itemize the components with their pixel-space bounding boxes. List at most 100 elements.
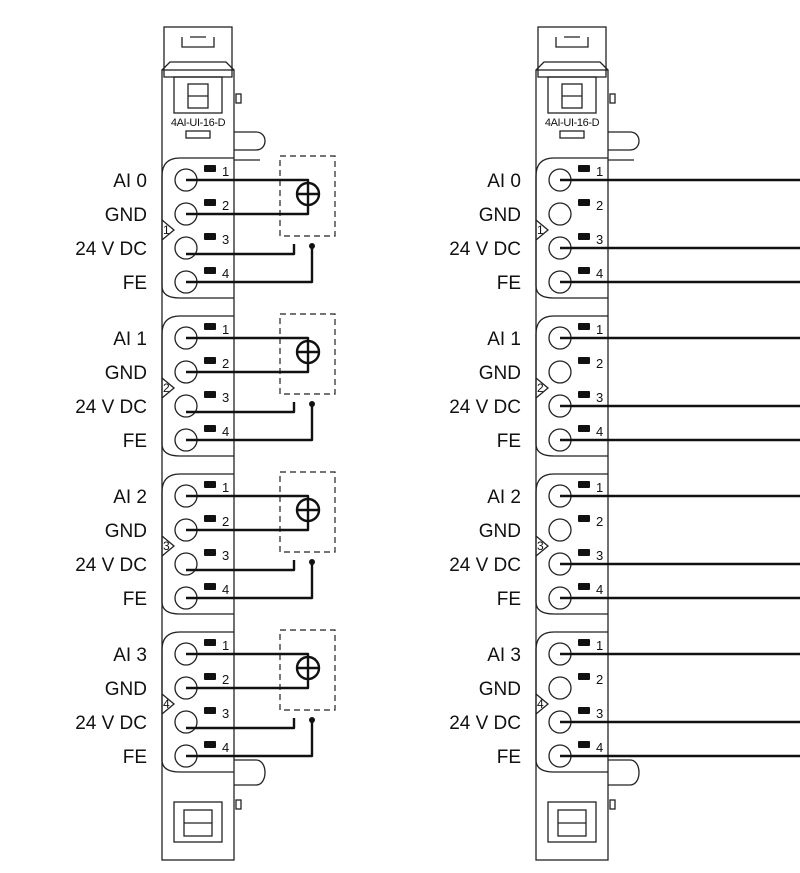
terminal-led: [578, 583, 590, 590]
sensor-shield: [279, 629, 336, 711]
group-number: 1: [537, 223, 544, 237]
wire-supply: [186, 244, 296, 256]
terminal-led: [204, 741, 216, 748]
pin-number: 4: [222, 582, 229, 597]
pin-number: 3: [596, 390, 603, 405]
wire-gnd: [186, 363, 310, 374]
gnd-label: GND: [479, 363, 521, 384]
fe-label: FE: [497, 273, 521, 294]
top-clip: [547, 76, 597, 114]
module-housing: [535, 69, 609, 861]
terminal-led: [578, 233, 590, 240]
wire-signal: [186, 652, 310, 657]
group-marker: [535, 535, 550, 557]
terminal-led: [204, 549, 216, 556]
wire-supply: [560, 404, 800, 408]
fe-label: FE: [123, 747, 147, 768]
terminal-led: [578, 199, 590, 206]
terminal-led: [204, 673, 216, 680]
group-number: 4: [537, 697, 544, 711]
pin-number: 4: [596, 424, 603, 439]
terminal-led: [578, 165, 590, 172]
terminal-clamp: [548, 360, 572, 384]
sensor-shield: [279, 313, 336, 395]
terminal-block: [161, 631, 234, 773]
pin-number: 4: [222, 424, 229, 439]
terminal-clamp: [174, 236, 198, 260]
group-marker: [161, 377, 176, 399]
side-hook-bottom: [608, 759, 640, 786]
gnd-label: GND: [479, 679, 521, 700]
signal-label: AI 2: [113, 487, 147, 508]
pin-number: 3: [596, 706, 603, 721]
top-clip: [173, 76, 223, 114]
terminal-led: [204, 583, 216, 590]
gnd-label: GND: [105, 205, 147, 226]
terminal-block: [535, 473, 608, 615]
signal-label: AI 3: [113, 645, 147, 666]
supply-label: 24 V DC: [449, 239, 521, 260]
terminal-led: [578, 639, 590, 646]
terminal-led: [578, 481, 590, 488]
sensor-shield: [279, 155, 336, 237]
top-connector-latch: [181, 36, 215, 48]
pin-number: 3: [222, 706, 229, 721]
wire-supply: [186, 402, 296, 414]
terminal-clamp: [174, 552, 198, 576]
gnd-label: GND: [479, 521, 521, 542]
wire-gnd: [186, 205, 310, 216]
shield-junction: [309, 717, 315, 723]
pin-number: 4: [596, 266, 603, 281]
terminal-clamp: [174, 394, 198, 418]
group-number: 3: [537, 539, 544, 553]
fe-label: FE: [123, 431, 147, 452]
terminal-clamp: [548, 518, 572, 542]
pin-number: 2: [222, 514, 229, 529]
terminal-clamp: [548, 202, 572, 226]
wire-fe: [186, 246, 314, 284]
gnd-label: GND: [105, 521, 147, 542]
status-led-bar: [559, 130, 585, 139]
pin-number: 1: [596, 322, 603, 337]
wire-supply: [186, 560, 296, 572]
pin-number: 1: [596, 638, 603, 653]
terminal-led: [204, 639, 216, 646]
terminal-led: [578, 267, 590, 274]
wire-signal: [560, 336, 800, 340]
gnd-label: GND: [479, 205, 521, 226]
pin-number: 4: [222, 266, 229, 281]
supply-label: 24 V DC: [75, 713, 147, 734]
terminal-block: [535, 631, 608, 773]
terminal-clamp: [548, 676, 572, 700]
wire-fe: [186, 562, 314, 600]
signal-label: AI 1: [113, 329, 147, 350]
group-number: 4: [163, 697, 170, 711]
terminal-led: [578, 707, 590, 714]
pin-number: 1: [596, 480, 603, 495]
group-number: 3: [163, 539, 170, 553]
group-marker: [161, 535, 176, 557]
signal-label: AI 0: [113, 171, 147, 192]
wire-supply: [560, 720, 800, 724]
terminal-led: [578, 549, 590, 556]
pin-number: 3: [222, 232, 229, 247]
bottom-clip: [547, 801, 597, 843]
terminal-led: [204, 267, 216, 274]
bottom-clip: [173, 801, 223, 843]
wire-signal: [560, 494, 800, 498]
pin-number: 1: [222, 638, 229, 653]
wire-signal: [186, 178, 310, 183]
supply-label: 24 V DC: [75, 397, 147, 418]
wire-gnd: [186, 679, 310, 690]
pin-number: 2: [222, 198, 229, 213]
pin-number: 2: [596, 672, 603, 687]
pin-number: 3: [596, 548, 603, 563]
pin-number: 1: [222, 164, 229, 179]
pin-number: 4: [222, 740, 229, 755]
terminal-led: [578, 357, 590, 364]
shield-junction: [309, 401, 315, 407]
housing-top: [161, 61, 235, 71]
pin-number: 1: [596, 164, 603, 179]
